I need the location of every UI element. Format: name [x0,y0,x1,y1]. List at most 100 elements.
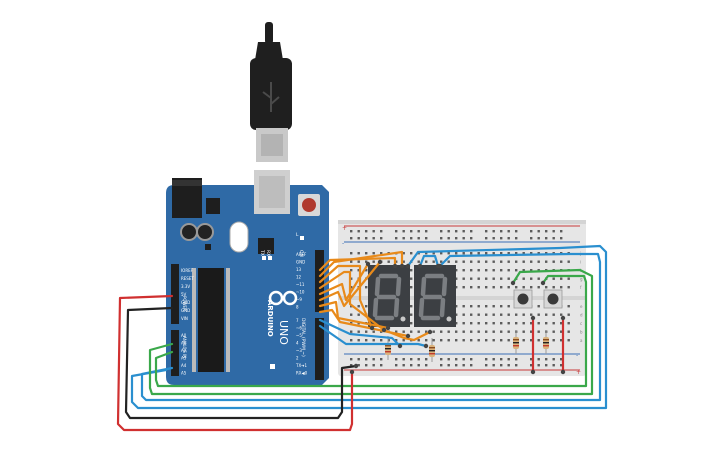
breadboard-hole[interactable] [515,260,518,263]
breadboard-hole[interactable] [560,330,563,333]
breadboard-hole[interactable] [417,230,420,233]
breadboard-hole[interactable] [485,322,488,325]
breadboard-hole[interactable] [537,286,540,289]
breadboard-hole[interactable] [560,277,563,280]
breadboard-hole[interactable] [492,322,495,325]
breadboard-hole[interactable] [500,305,503,308]
breadboard-hole[interactable] [447,358,450,361]
breadboard-hole[interactable] [410,364,413,367]
breadboard-hole[interactable] [560,339,563,342]
breadboard-hole[interactable] [537,330,540,333]
breadboard-hole[interactable] [462,230,465,233]
breadboard-hole[interactable] [357,358,360,361]
breadboard-hole[interactable] [500,339,503,342]
breadboard-hole[interactable] [425,358,428,361]
breadboard-hole[interactable] [567,260,570,263]
breadboard-hole[interactable] [455,277,458,280]
breadboard-hole[interactable] [455,358,458,361]
breadboard-hole[interactable] [537,252,540,255]
breadboard-hole[interactable] [477,277,480,280]
breadboard-hole[interactable] [522,313,525,316]
breadboard-hole[interactable] [462,277,465,280]
breadboard-hole[interactable] [522,286,525,289]
breadboard-hole[interactable] [530,330,533,333]
breadboard-hole[interactable] [410,269,413,272]
breadboard-hole[interactable] [462,237,465,240]
breadboard-hole[interactable] [470,277,473,280]
breadboard-hole[interactable] [492,330,495,333]
breadboard-hole[interactable] [485,286,488,289]
breadboard-hole[interactable] [372,230,375,233]
breadboard-hole[interactable] [417,260,420,263]
breadboard-hole[interactable] [462,339,465,342]
breadboard-hole[interactable] [560,358,563,361]
breadboard-hole[interactable] [552,330,555,333]
breadboard-hole[interactable] [440,364,443,367]
wire-orange-1[interactable] [318,256,397,272]
breadboard-hole[interactable] [440,330,443,333]
breadboard-hole[interactable] [522,260,525,263]
breadboard-hole[interactable] [455,230,458,233]
breadboard-hole[interactable] [515,269,518,272]
breadboard-hole[interactable] [515,237,518,240]
breadboard-hole[interactable] [365,230,368,233]
breadboard-hole[interactable] [455,322,458,325]
breadboard-hole[interactable] [410,330,413,333]
breadboard-hole[interactable] [530,339,533,342]
breadboard-hole[interactable] [545,286,548,289]
breadboard-hole[interactable] [567,330,570,333]
breadboard-hole[interactable] [552,230,555,233]
breadboard-hole[interactable] [410,277,413,280]
breadboard-hole[interactable] [470,330,473,333]
breadboard-hole[interactable] [485,260,488,263]
breadboard-hole[interactable] [477,339,480,342]
breadboard-hole[interactable] [470,313,473,316]
breadboard-hole[interactable] [455,269,458,272]
breadboard-hole[interactable] [402,358,405,361]
breadboard-hole[interactable] [470,260,473,263]
wire-orange-2[interactable] [318,250,404,278]
breadboard-hole[interactable] [402,330,405,333]
breadboard-hole[interactable] [447,252,450,255]
breadboard-hole[interactable] [357,364,360,367]
breadboard-hole[interactable] [530,364,533,367]
wire-blue-3[interactable] [418,254,440,268]
breadboard-hole[interactable] [552,237,555,240]
digital-header-bottom[interactable] [315,318,324,380]
breadboard-hole[interactable] [350,277,353,280]
breadboard-hole[interactable] [380,330,383,333]
breadboard-hole[interactable] [447,339,450,342]
breadboard-hole[interactable] [477,269,480,272]
wire-red-5v[interactable] [116,294,354,432]
breadboard-hole[interactable] [372,358,375,361]
breadboard-hole[interactable] [507,339,510,342]
wire-blue-digit-1[interactable] [318,318,402,348]
breadboard-hole[interactable] [410,305,413,308]
breadboard-hole[interactable] [485,277,488,280]
wire-orange-3[interactable] [318,264,374,330]
breadboard-hole[interactable] [402,252,405,255]
breadboard-hole[interactable] [462,364,465,367]
breadboard-hole[interactable] [417,330,420,333]
breadboard-hole[interactable] [357,230,360,233]
breadboard-hole[interactable] [410,252,413,255]
breadboard-hole[interactable] [552,313,555,316]
seven-segment-display-1[interactable] [368,265,410,327]
breadboard-hole[interactable] [455,313,458,316]
breadboard-hole[interactable] [492,358,495,361]
breadboard-hole[interactable] [410,237,413,240]
breadboard-hole[interactable] [530,322,533,325]
breadboard-hole[interactable] [537,305,540,308]
breadboard-hole[interactable] [417,252,420,255]
breadboard-hole[interactable] [560,237,563,240]
breadboard-hole[interactable] [560,322,563,325]
breadboard-hole[interactable] [515,252,518,255]
breadboard-hole[interactable] [500,252,503,255]
breadboard-hole[interactable] [560,364,563,367]
breadboard-hole[interactable] [515,313,518,316]
breadboard-hole[interactable] [440,237,443,240]
breadboard-hole[interactable] [350,364,353,367]
breadboard-hole[interactable] [447,260,450,263]
breadboard-hole[interactable] [567,305,570,308]
wire-orange-8[interactable] [318,308,410,338]
